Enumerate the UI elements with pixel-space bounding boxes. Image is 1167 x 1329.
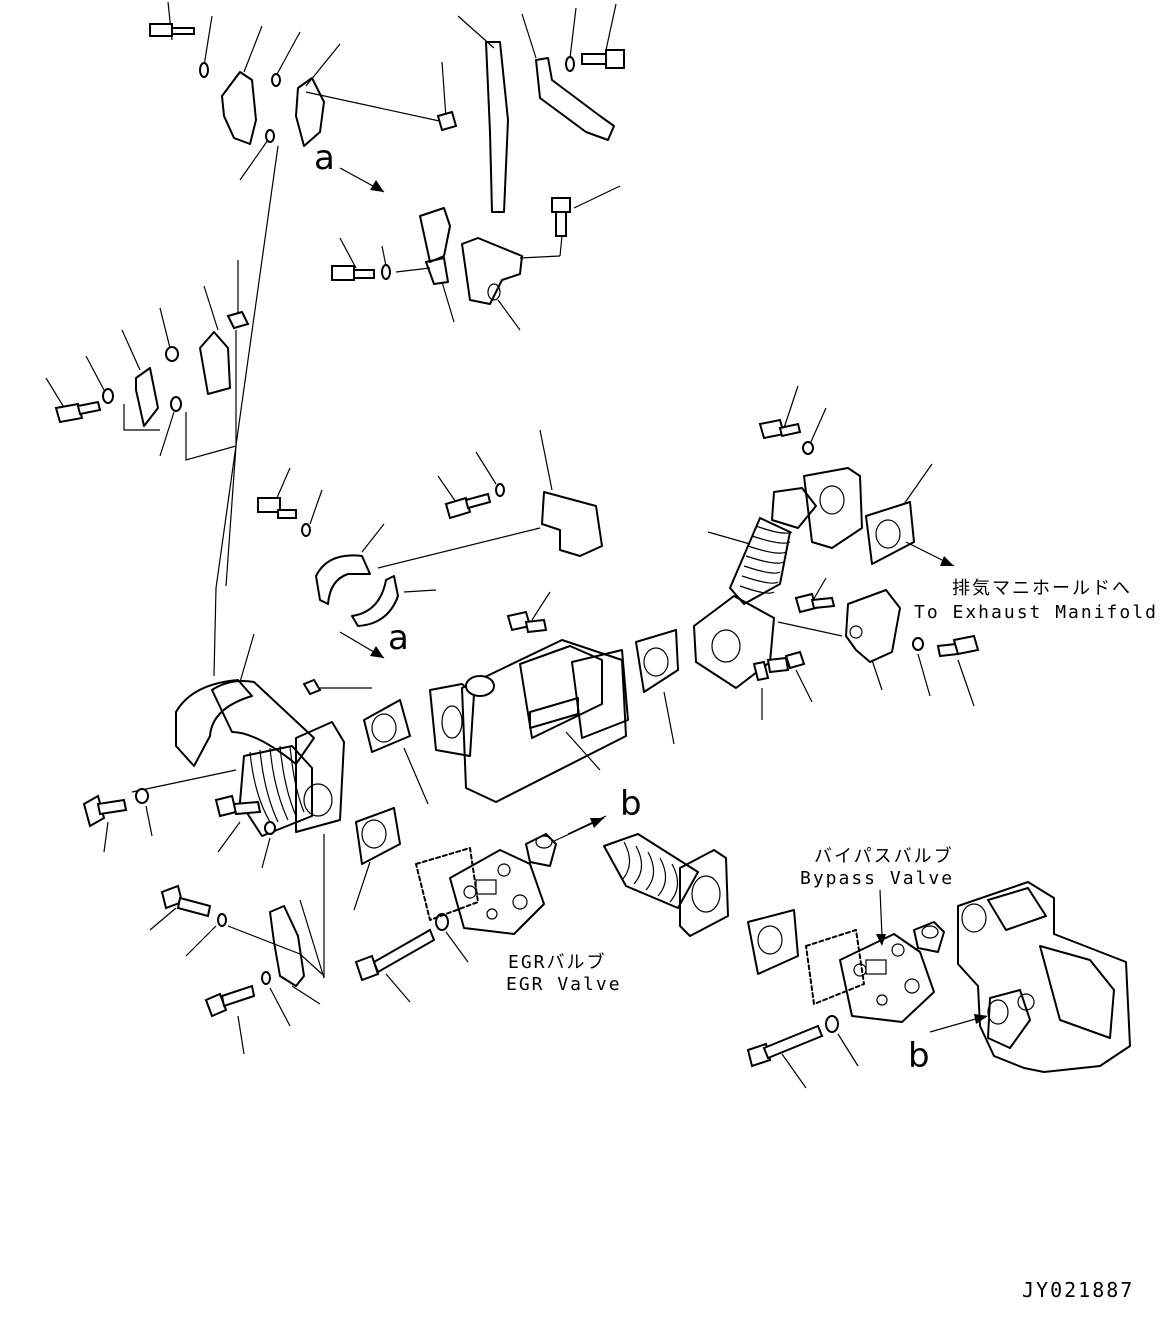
ref-b-arrow-top: [567, 815, 607, 835]
center-bracket-group: [331, 207, 523, 331]
middle-clamp-group: [257, 467, 541, 659]
egr-cooler-body: [429, 591, 629, 803]
flex-pipe-lower-center: [603, 833, 729, 937]
bottom-left-bracket-group: [149, 834, 325, 1055]
ref-a-arrow-top: [339, 167, 385, 193]
guide-line-left: [213, 145, 279, 677]
guide-line-left-2: [225, 445, 237, 587]
label-exhaust-manifold-ja: 排気マニホールドへ: [952, 578, 1132, 599]
upper-support-bracket: [437, 429, 603, 557]
label-exhaust-manifold-en: To Exhaust Manifold: [914, 602, 1158, 623]
top-center-strap-group: [436, 3, 625, 259]
flex-pipe-lower-left: [82, 633, 401, 911]
ref-label-b-middle: b: [620, 784, 642, 824]
ref-label-b-right: b: [908, 1036, 930, 1076]
label-bypass-valve-ja: バイパスバルブ: [814, 846, 954, 867]
label-bypass-valve-en: Bypass Valve: [800, 868, 955, 889]
manifold-gasket: [865, 463, 955, 567]
left-clamp-group: [45, 260, 250, 461]
top-left-clamp-group: [149, 1, 445, 181]
bypass-valve-group: [746, 889, 945, 1089]
flex-pipe-upper: [693, 385, 863, 720]
gasket-pair-center: [363, 629, 679, 805]
egr-housing-right: [929, 881, 1131, 1073]
label-egr-valve-ja: EGRバルブ: [508, 952, 607, 973]
ref-label-a-middle: a: [388, 618, 409, 658]
right-small-bracket: [845, 589, 980, 707]
egr-valve-group: [354, 817, 605, 1003]
drawing-number: JY021887: [1022, 1278, 1135, 1302]
label-egr-valve-en: EGR Valve: [506, 974, 622, 995]
ref-label-a-top: a: [314, 138, 335, 178]
